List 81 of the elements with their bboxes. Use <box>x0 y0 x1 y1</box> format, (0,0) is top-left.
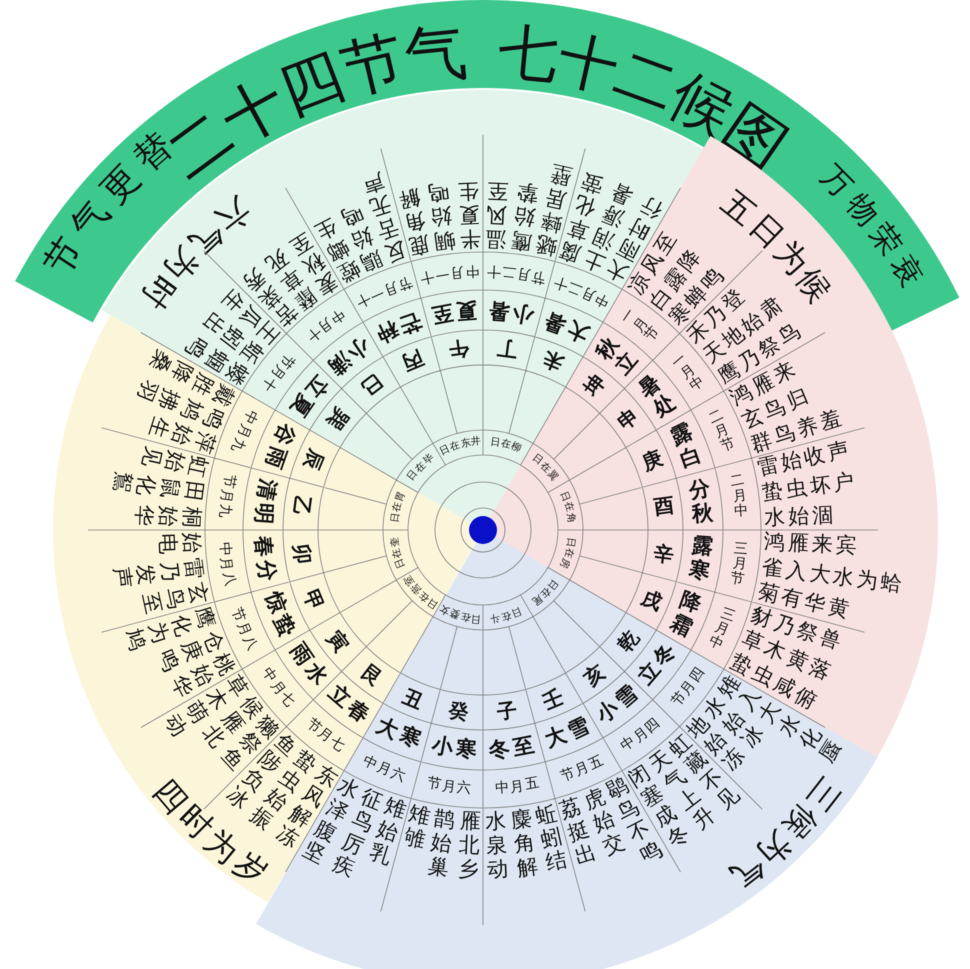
solar-term-name: 大寒 <box>376 716 422 750</box>
solar-term-name: 大雪 <box>544 716 590 750</box>
solar-term-name: 夏至 <box>430 298 478 326</box>
solar-term-name: 冬至 <box>488 734 536 762</box>
pentad-label: 水泉动 <box>484 810 510 882</box>
cycle-character: 酉 <box>653 494 676 518</box>
solar-term-name: 立夏 <box>290 374 328 418</box>
cycle-character: 艮 <box>360 664 383 686</box>
cycle-character: 寅 <box>326 630 349 653</box>
month-label: 节月八 <box>230 607 258 651</box>
cycle-character: 戌 <box>640 588 664 612</box>
cycle-character: 乾 <box>616 630 640 653</box>
cycle-character: 坤 <box>583 374 606 396</box>
cycle-character: 癸 <box>448 700 470 723</box>
solar-term-name: 立春 <box>328 685 371 724</box>
month-label: 中月二十 <box>553 275 610 308</box>
cycle-character: 子 <box>496 700 518 723</box>
sun-position-label: 日在胃 <box>390 491 408 524</box>
pentad-label: 半夏生 <box>456 178 482 250</box>
solar-term-name: 春分 <box>252 535 279 582</box>
month-label: 中月三 <box>708 607 736 651</box>
pentad-label: 桐始华 <box>132 503 204 530</box>
cycle-character: 巳 <box>360 374 383 396</box>
sun-position-label: 日在奎 <box>390 536 408 569</box>
month-label: 节月二十 <box>486 263 547 285</box>
sun-position-label: 日在东井 <box>439 436 482 456</box>
sun-position-label: 日在尾 <box>531 578 558 606</box>
solar-term-name: 小寒 <box>430 734 478 762</box>
month-label: 中月八 <box>216 541 236 586</box>
solar-term-name: 秋分 <box>687 478 714 525</box>
cycle-character: 乙 <box>290 494 313 518</box>
cycle-character: 申 <box>616 407 640 430</box>
sun-position-label: 日在柳 <box>489 437 522 454</box>
pentad-label: 始电 <box>156 530 204 556</box>
solar-term-name: 惊蛰 <box>264 591 296 637</box>
solar-term-name: 小暑 <box>488 298 536 326</box>
month-label: 中月一十 <box>419 263 480 285</box>
cycle-character: 巽 <box>326 407 349 430</box>
pentad-label: 雁北乡 <box>456 810 482 882</box>
solar-term-name: 大暑 <box>544 310 590 344</box>
cycle-character: 丙 <box>402 350 424 372</box>
pentad-label: 鸿雁来宾 <box>764 530 858 558</box>
solar-term-name: 立秋 <box>595 336 638 375</box>
solar-term-name: 清明 <box>252 478 279 525</box>
solar-term-name: 谷雨 <box>264 423 296 469</box>
solar-term-name: 小满 <box>328 336 371 375</box>
solar-term-name: 寒露 <box>687 535 714 582</box>
cycle-character: 卯 <box>290 542 313 566</box>
sun-position-label: 日在斗 <box>489 606 522 623</box>
sun-position-label: 日在营室 <box>404 574 440 608</box>
cycle-character: 丁 <box>496 337 518 360</box>
month-label: 中月二 <box>730 474 750 519</box>
sun-position-label: 日在翼 <box>531 454 558 482</box>
month-label: 中月九 <box>230 409 258 453</box>
month-label: 中月五 <box>494 776 540 796</box>
cycle-character: 未 <box>542 350 564 372</box>
sun-position-label: 日在角 <box>558 491 576 524</box>
sun-position-label: 日在毕 <box>408 454 435 482</box>
month-label: 节月二 <box>708 409 736 453</box>
solar-term-name: 芒种 <box>376 310 422 344</box>
cycle-character: 壬 <box>542 688 564 710</box>
pentad-label: 温风至 <box>484 178 510 250</box>
cycle-character: 甲 <box>302 588 326 612</box>
cycle-character: 丑 <box>402 688 424 710</box>
month-label: 节月五 <box>560 755 604 782</box>
cycle-character: 辛 <box>653 542 676 566</box>
cycle-character: 午 <box>448 337 470 360</box>
month-label: 节月三 <box>730 541 750 586</box>
month-label: 中月六 <box>362 755 406 782</box>
cycle-character: 辰 <box>302 448 326 472</box>
pentad-label: 水始涸 <box>762 503 834 530</box>
month-label: 节月六 <box>426 776 472 796</box>
solar-term-name: 霜降 <box>670 591 702 637</box>
solar-term-name: 雨水 <box>290 642 328 685</box>
cycle-character: 庚 <box>640 448 664 472</box>
solar-term-name: 小雪 <box>595 685 638 724</box>
sun-position-label: 日在婺女 <box>439 604 482 624</box>
sun-position-label: 日在房 <box>558 536 576 569</box>
solar-term-name: 白露 <box>670 423 702 469</box>
cycle-character: 亥 <box>583 664 606 686</box>
month-label: 节月九 <box>216 474 236 519</box>
